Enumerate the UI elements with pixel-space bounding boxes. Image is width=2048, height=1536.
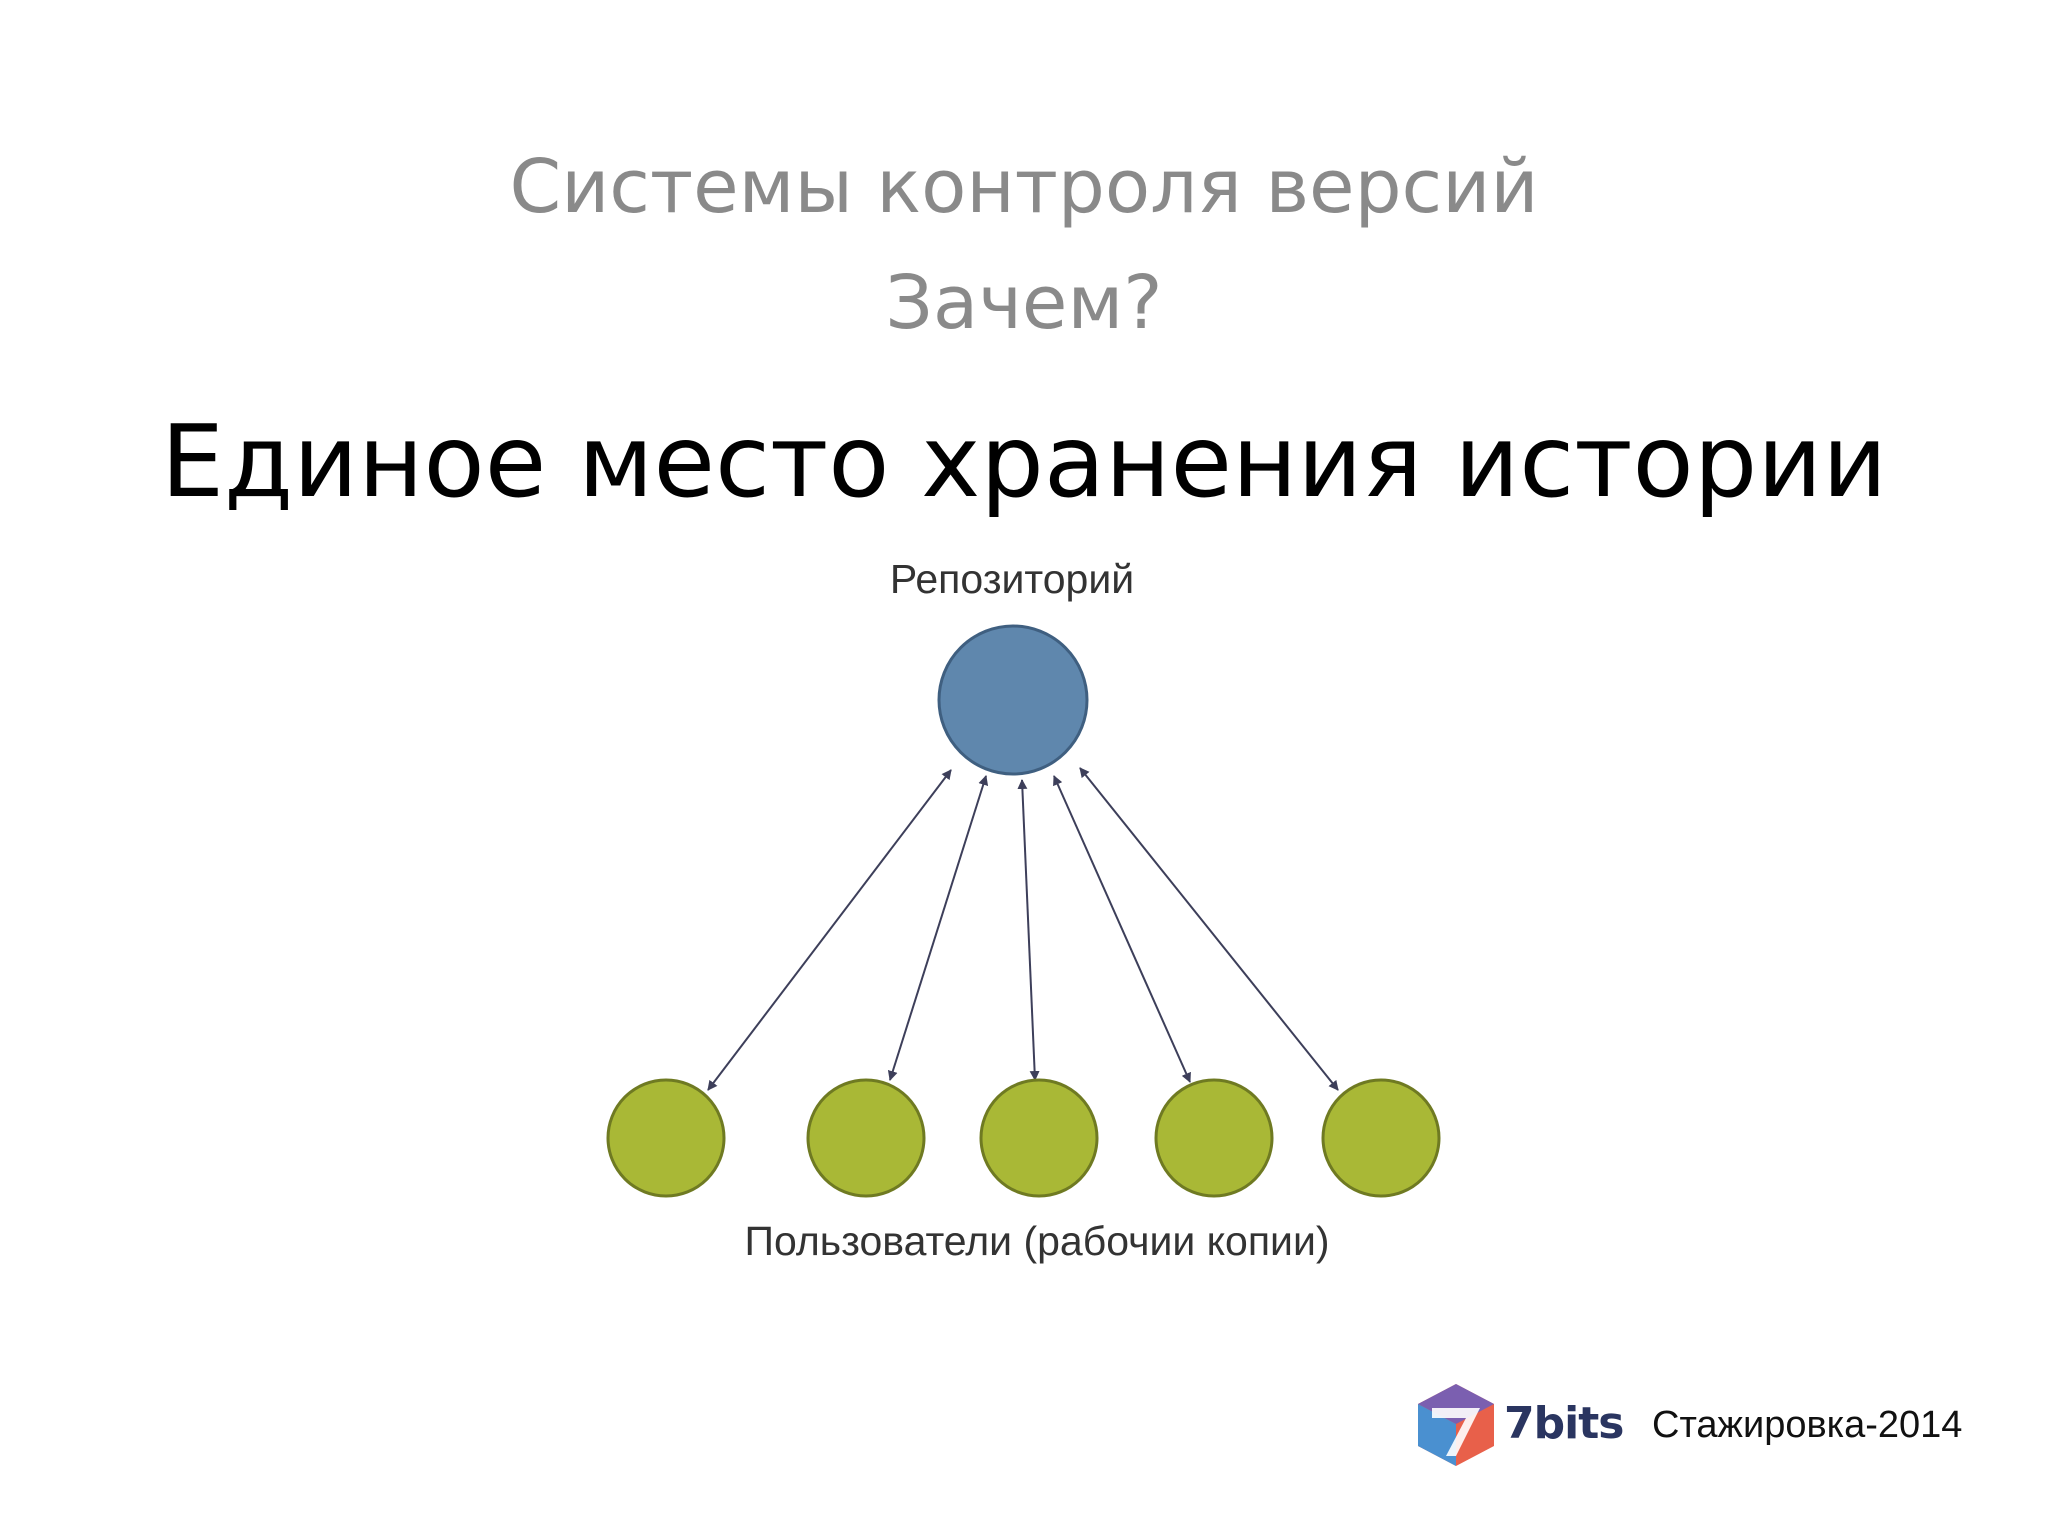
user-node-5	[1321, 1078, 1441, 1198]
arrow-user-1	[707, 769, 952, 1091]
users-label: Пользователи (рабочии копии)	[744, 1218, 1329, 1264]
slide-subtitle: Зачем?	[885, 260, 1163, 346]
repository-label: Репозиторий	[890, 556, 1134, 602]
footer-caption: Стажировка-2014	[1652, 1404, 1963, 1446]
user-node-4	[1154, 1078, 1274, 1198]
arrow-user-5	[1079, 767, 1339, 1091]
arrow-user-3	[1017, 779, 1040, 1081]
slide-title: Системы контроля версий	[509, 144, 1539, 230]
user-node-1	[606, 1078, 726, 1198]
7bits-logo-text: 7bits	[1504, 1398, 1624, 1449]
repository-node	[937, 624, 1089, 776]
7bits-logo-icon	[1418, 1384, 1494, 1466]
user-node-2	[806, 1078, 926, 1198]
slide-heading: Единое место хранения истории	[160, 403, 1888, 520]
arrow-user-2	[887, 775, 989, 1081]
user-node-3	[979, 1078, 1099, 1198]
